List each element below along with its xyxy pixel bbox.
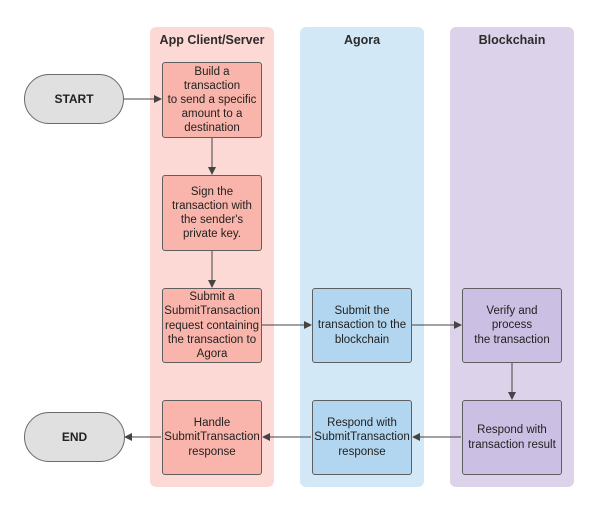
end-terminal: END [24,412,125,462]
node-submit-request: Submit a SubmitTransaction request conta… [162,288,262,363]
node-handle-response: Handle SubmitTransaction response [162,400,262,475]
start-terminal: START [24,74,124,124]
node-respond-result: Respond with transaction result [462,400,562,475]
node-sign-transaction: Sign the transaction with the sender's p… [162,175,262,251]
node-verify-process: Verify and process the transaction [462,288,562,363]
node-build-transaction: Build a transaction to send a specific a… [162,62,262,138]
lane-title-blockchain: Blockchain [478,33,546,47]
node-agora-submit: Submit the transaction to the blockchain [312,288,412,363]
node-agora-respond: Respond with SubmitTransaction response [312,400,412,475]
lane-title-app: App Client/Server [159,33,265,47]
lane-title-agora: Agora [343,33,381,47]
